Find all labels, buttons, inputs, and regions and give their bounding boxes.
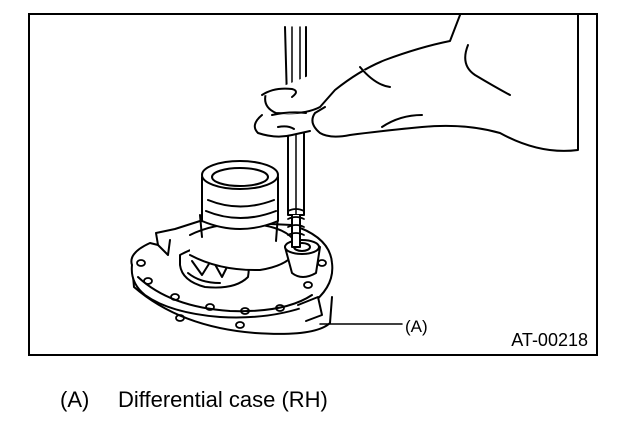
differential-case (130, 160, 334, 335)
figure-caption: (A) Differential case (RH) (60, 387, 328, 413)
pin-punch (284, 26, 307, 248)
flange-bolt-holes (136, 243, 327, 329)
hand (253, 15, 579, 152)
caption-text: Differential case (RH) (118, 387, 328, 412)
differential-case-illustration (130, 15, 579, 335)
callout-label-a: (A) (405, 317, 428, 336)
figure-code: AT-00218 (511, 330, 588, 350)
illustration-frame: (A) AT-00218 (28, 13, 598, 356)
caption-reference: (A) (60, 387, 90, 412)
